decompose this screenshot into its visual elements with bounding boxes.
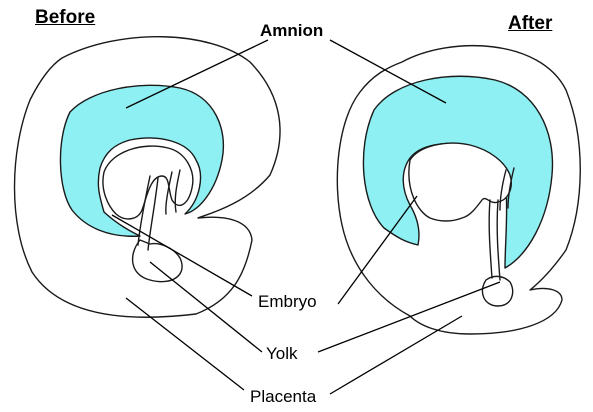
before-specimen — [15, 37, 281, 318]
before-heading: Before — [35, 8, 95, 27]
placenta-label: Placenta — [250, 388, 316, 405]
after-specimen — [337, 46, 580, 334]
embryo-label: Embryo — [258, 293, 317, 310]
yolk-label: Yolk — [266, 345, 298, 362]
amnion-label: Amnion — [260, 22, 323, 39]
leader-placenta-after — [330, 316, 462, 394]
after-heading: After — [508, 14, 552, 33]
